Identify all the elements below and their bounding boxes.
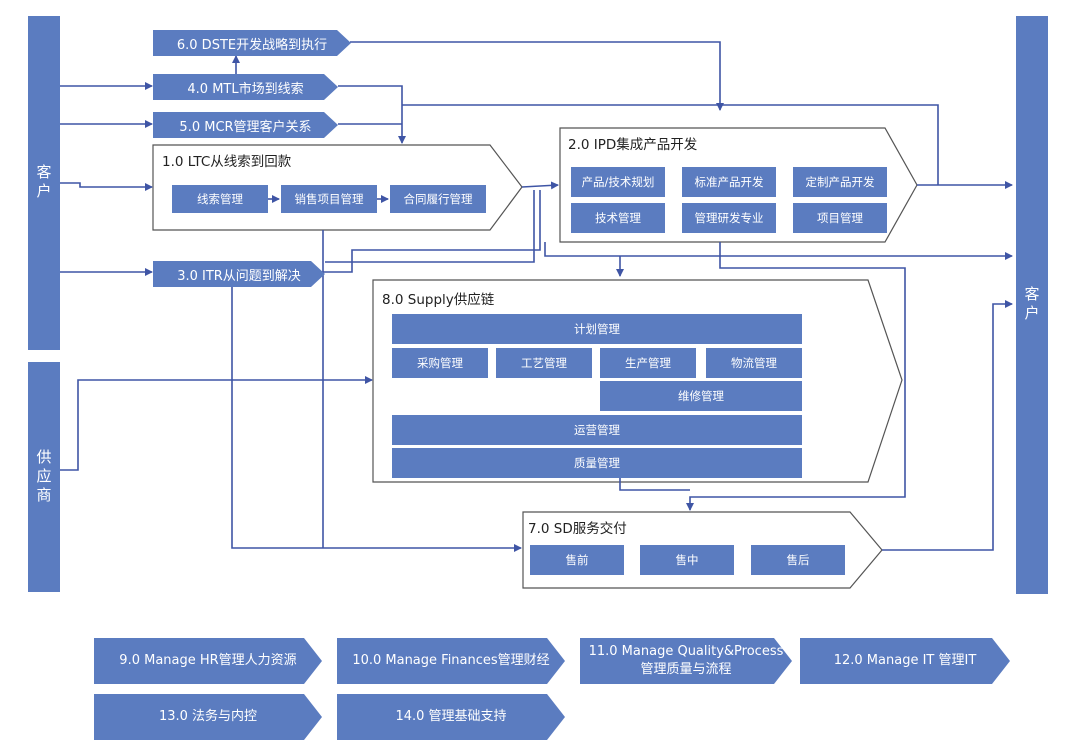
process-mcr-label: 5.0 MCR管理客户关系 xyxy=(179,119,312,135)
supply-logistics[interactable]: 物流管理 xyxy=(706,348,802,378)
ltc-step-sales-project[interactable]: 销售项目管理 xyxy=(281,185,377,213)
ipd-item-planning[interactable]: 产品/技术规划 xyxy=(571,167,665,197)
support-it-label: 12.0 Manage IT 管理IT xyxy=(833,653,977,669)
sd-title: 7.0 SD服务交付 xyxy=(528,521,627,537)
sd-insales[interactable]: 售中 xyxy=(640,545,734,575)
supply-production[interactable]: 生产管理 xyxy=(600,348,696,378)
supply-operations[interactable]: 运营管理 xyxy=(392,415,802,445)
supply-procurement[interactable]: 采购管理 xyxy=(392,348,488,378)
ipd-item-project-mgmt[interactable]: 项目管理 xyxy=(793,203,887,233)
support-qp-line2: 管理质量与流程 xyxy=(640,662,732,677)
supplier-bar: 供应商 xyxy=(28,362,60,592)
ltc-step-lead[interactable]: 线索管理 xyxy=(172,185,268,213)
ipd-item-standard-dev[interactable]: 标准产品开发 xyxy=(682,167,776,197)
ipd-item-tech-mgmt[interactable]: 技术管理 xyxy=(571,203,665,233)
ltc-title: 1.0 LTC从线索到回款 xyxy=(162,154,292,170)
process-itr-label: 3.0 ITR从问题到解决 xyxy=(177,268,301,284)
process-mtl-label: 4.0 MTL市场到线索 xyxy=(187,81,304,97)
ipd-item-custom-dev[interactable]: 定制产品开发 xyxy=(793,167,887,197)
ltc-step-contract[interactable]: 合同履行管理 xyxy=(390,185,486,213)
support-hr[interactable]: 9.0 Manage HR管理人力资源 xyxy=(94,638,322,684)
process-dste[interactable]: 6.0 DSTE开发战略到执行 xyxy=(153,30,351,56)
ipd-item-rd-mgmt[interactable]: 管理研发专业 xyxy=(682,203,776,233)
support-qp-line1: 11.0 Manage Quality&Process xyxy=(588,644,784,660)
ipd-title: 2.0 IPD集成产品开发 xyxy=(568,137,698,153)
support-infra-label: 14.0 管理基础支持 xyxy=(395,709,507,725)
process-itr[interactable]: 3.0 ITR从问题到解决 xyxy=(153,261,325,287)
customer-right-label: 客户 xyxy=(1022,286,1041,324)
support-infra[interactable]: 14.0 管理基础支持 xyxy=(337,694,565,740)
customer-left-label: 客户 xyxy=(34,164,53,202)
sd-aftersales[interactable]: 售后 xyxy=(751,545,845,575)
supplier-label: 供应商 xyxy=(34,448,53,506)
sd-presales[interactable]: 售前 xyxy=(530,545,624,575)
supply-maintenance[interactable]: 维修管理 xyxy=(600,381,802,411)
support-hr-label: 9.0 Manage HR管理人力资源 xyxy=(119,653,297,669)
support-quality-process[interactable]: 11.0 Manage Quality&Process 管理质量与流程 xyxy=(580,638,792,684)
supply-plan[interactable]: 计划管理 xyxy=(392,314,802,344)
process-mtl[interactable]: 4.0 MTL市场到线索 xyxy=(153,74,338,100)
support-legal[interactable]: 13.0 法务与内控 xyxy=(94,694,322,740)
supply-title: 8.0 Supply供应链 xyxy=(382,292,495,308)
supply-quality[interactable]: 质量管理 xyxy=(392,448,802,478)
process-dste-label: 6.0 DSTE开发战略到执行 xyxy=(176,37,328,53)
process-mcr[interactable]: 5.0 MCR管理客户关系 xyxy=(153,112,338,138)
support-it[interactable]: 12.0 Manage IT 管理IT xyxy=(800,638,1010,684)
support-finance-label: 10.0 Manage Finances管理财经 xyxy=(352,653,550,669)
support-legal-label: 13.0 法务与内控 xyxy=(158,709,258,725)
customer-bar-left: 客户 xyxy=(28,16,60,350)
supply-process-eng[interactable]: 工艺管理 xyxy=(496,348,592,378)
support-finance[interactable]: 10.0 Manage Finances管理财经 xyxy=(337,638,565,684)
customer-bar-right: 客户 xyxy=(1016,16,1048,594)
